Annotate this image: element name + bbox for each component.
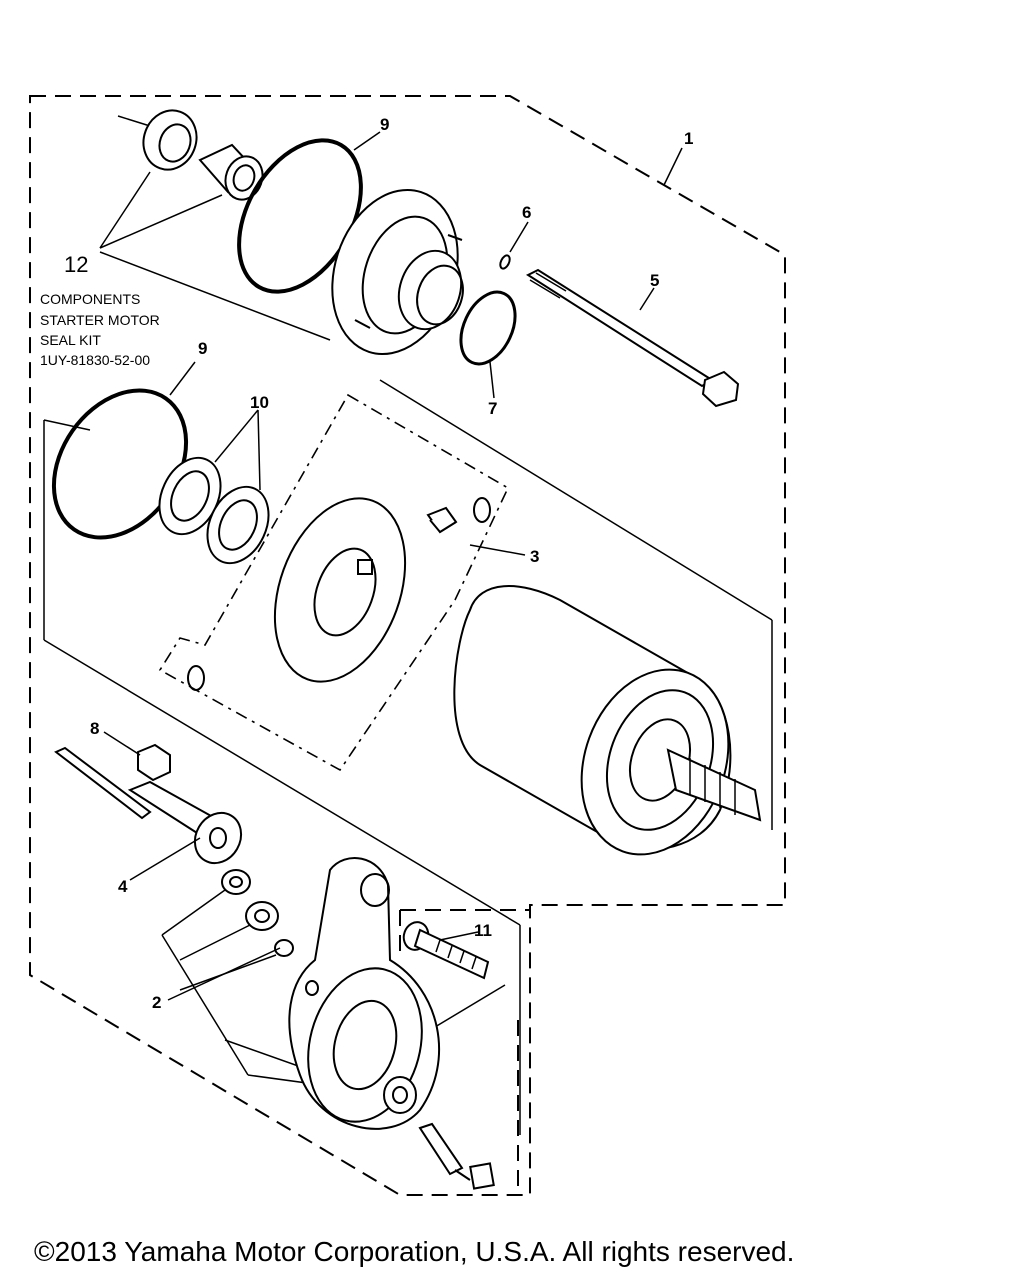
yoke-outline-top-left <box>43 419 91 431</box>
motor-yoke <box>453 585 762 856</box>
callout-11: 11 <box>474 921 492 940</box>
washer-6 <box>499 254 511 270</box>
callout-1: 1 <box>684 129 693 148</box>
kit-label-line1: COMPONENTS <box>40 291 140 307</box>
callout-12: 12 <box>64 252 88 277</box>
callout-6: 6 <box>522 203 531 222</box>
front-cover <box>331 188 464 356</box>
nut-8 <box>137 743 171 782</box>
o-ring-7 <box>459 290 517 366</box>
seal-kit-label: COMPONENTS STARTER MOTOR SEAL KIT 1UY-81… <box>40 291 160 368</box>
callout-4: 4 <box>118 877 128 896</box>
kit-label-line3: SEAL KIT <box>40 332 101 348</box>
copyright-notice: ©2013 Yamaha Motor Corporation, U.S.A. A… <box>34 1236 795 1267</box>
terminal-lead <box>54 746 243 865</box>
callout-5: 5 <box>650 271 659 290</box>
yoke-outline-top <box>379 379 773 621</box>
screw-11 <box>402 921 490 980</box>
callout-9-lower: 9 <box>198 339 207 358</box>
assembly-boundary <box>29 95 786 1196</box>
callout-leaders <box>103 131 683 1001</box>
callout-10: 10 <box>250 393 269 412</box>
callout-9-upper: 9 <box>380 115 389 134</box>
bolt-boundary <box>399 909 530 1195</box>
rear-end-cover <box>288 857 441 1130</box>
kit-label-line2: STARTER MOTOR <box>40 312 160 328</box>
through-bolt <box>525 268 740 408</box>
callout-2: 2 <box>152 993 161 1012</box>
callout-3: 3 <box>530 547 539 566</box>
brushes <box>187 497 491 691</box>
brush-plate <box>273 497 407 683</box>
callout-7: 7 <box>488 399 497 418</box>
callout-8: 8 <box>90 719 99 738</box>
thrust-washers <box>158 456 270 565</box>
needle-bearing <box>198 143 264 201</box>
end-cover-outline-upper <box>429 984 506 1031</box>
terminal-bracket <box>418 1122 495 1190</box>
oil-seal <box>142 109 198 171</box>
yoke-outline-bottom <box>43 639 521 926</box>
seal-kit-leaders <box>99 115 331 341</box>
kit-label-line4: 1UY-81830-52-00 <box>40 352 150 368</box>
